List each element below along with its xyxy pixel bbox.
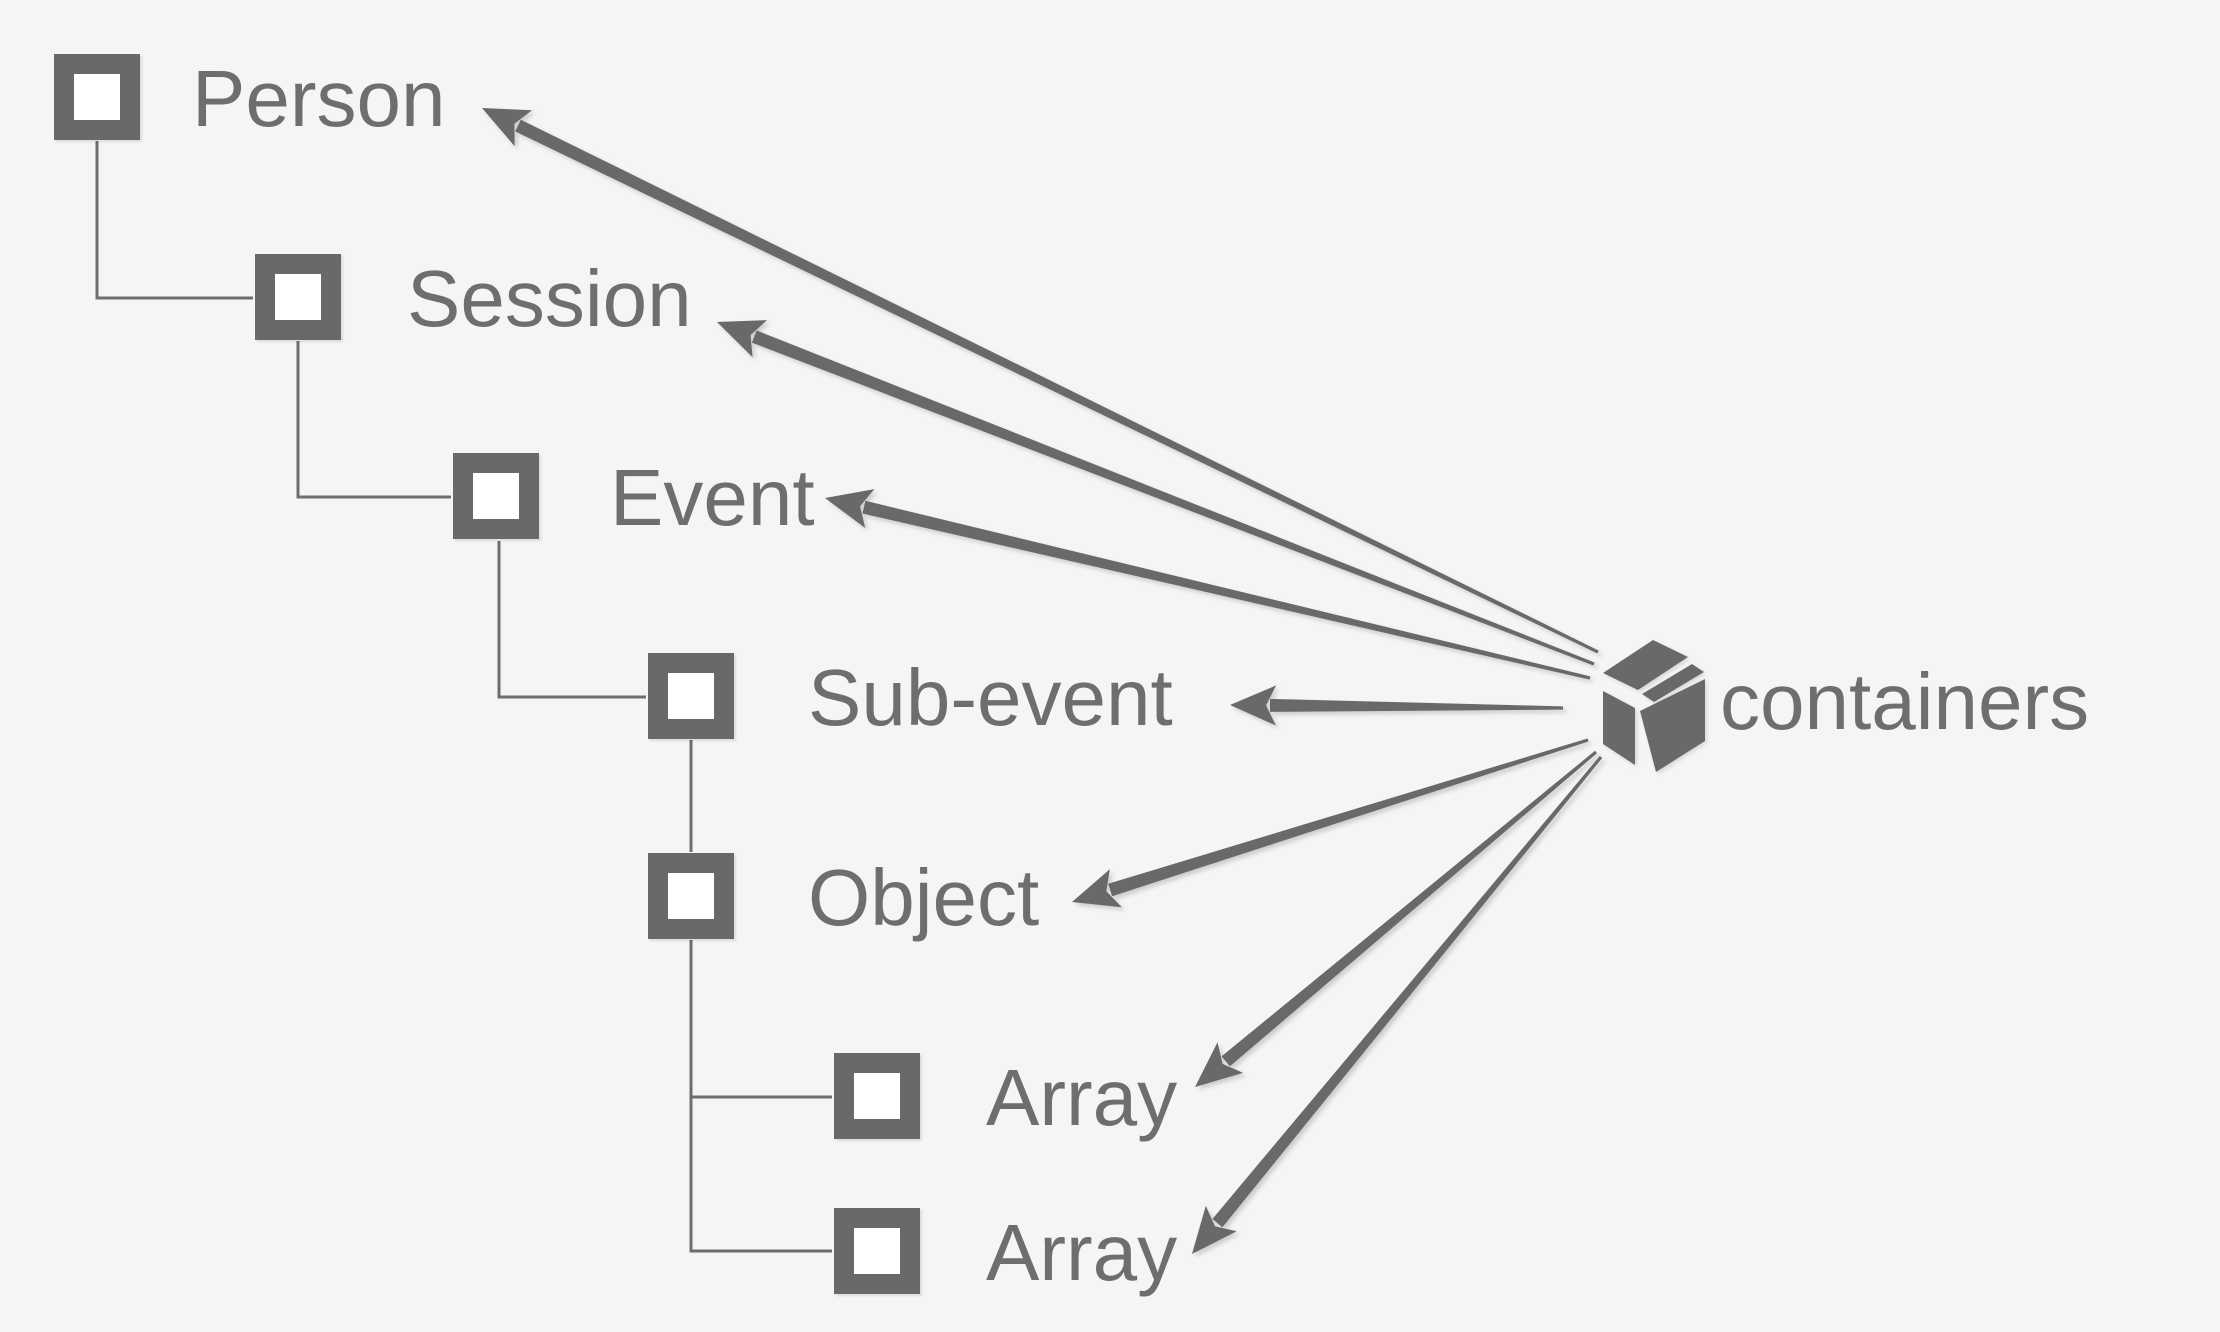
package-box-lid-top: [1603, 640, 1688, 690]
package-box-lid-band: [1642, 664, 1704, 702]
tree-connectors: [95, 141, 832, 1253]
package-box-right-face: [1640, 679, 1705, 772]
node-marker-array-1: [834, 1053, 920, 1139]
connector-session-event: [296, 341, 451, 499]
connector-event-subevent: [497, 541, 646, 699]
node-label-array-2: Array: [986, 1208, 1177, 1297]
node-marker-object: [648, 853, 734, 939]
arrow-containers-to-array-1: [1195, 750, 1597, 1087]
node-label-sub-event: Sub-event: [808, 653, 1173, 742]
package-box-left-face: [1603, 691, 1635, 765]
node-marker-array-2: [834, 1208, 920, 1294]
arrow-containers-to-person: [482, 108, 1599, 654]
connector-object-array2: [689, 940, 832, 1253]
node-marker-person: [54, 54, 140, 140]
node-label-person: Person: [192, 54, 445, 143]
arrow-containers-to-array-2: [1192, 756, 1603, 1254]
node-label-session: Session: [407, 254, 692, 343]
node-marker-session: [255, 254, 341, 340]
tree-nodes: Person Session Event Sub-event Object Ar…: [54, 54, 1177, 1297]
node-marker-event: [453, 453, 539, 539]
node-label-object: Object: [808, 853, 1039, 942]
package-box-icon: [1603, 640, 1705, 772]
node-label-event: Event: [610, 453, 815, 542]
containers-hub: containers: [1603, 640, 2089, 772]
arrow-containers-to-sub-event: [1230, 685, 1563, 726]
connector-person-session: [95, 141, 253, 300]
arrow-containers-to-event: [825, 489, 1591, 680]
containers-label: containers: [1720, 657, 2089, 746]
arrow-containers-to-object: [1072, 738, 1589, 908]
node-label-array-1: Array: [986, 1053, 1177, 1142]
arrow-containers-to-session: [717, 320, 1595, 666]
node-marker-sub-event: [648, 653, 734, 739]
hub-arrows: [482, 108, 1603, 1254]
